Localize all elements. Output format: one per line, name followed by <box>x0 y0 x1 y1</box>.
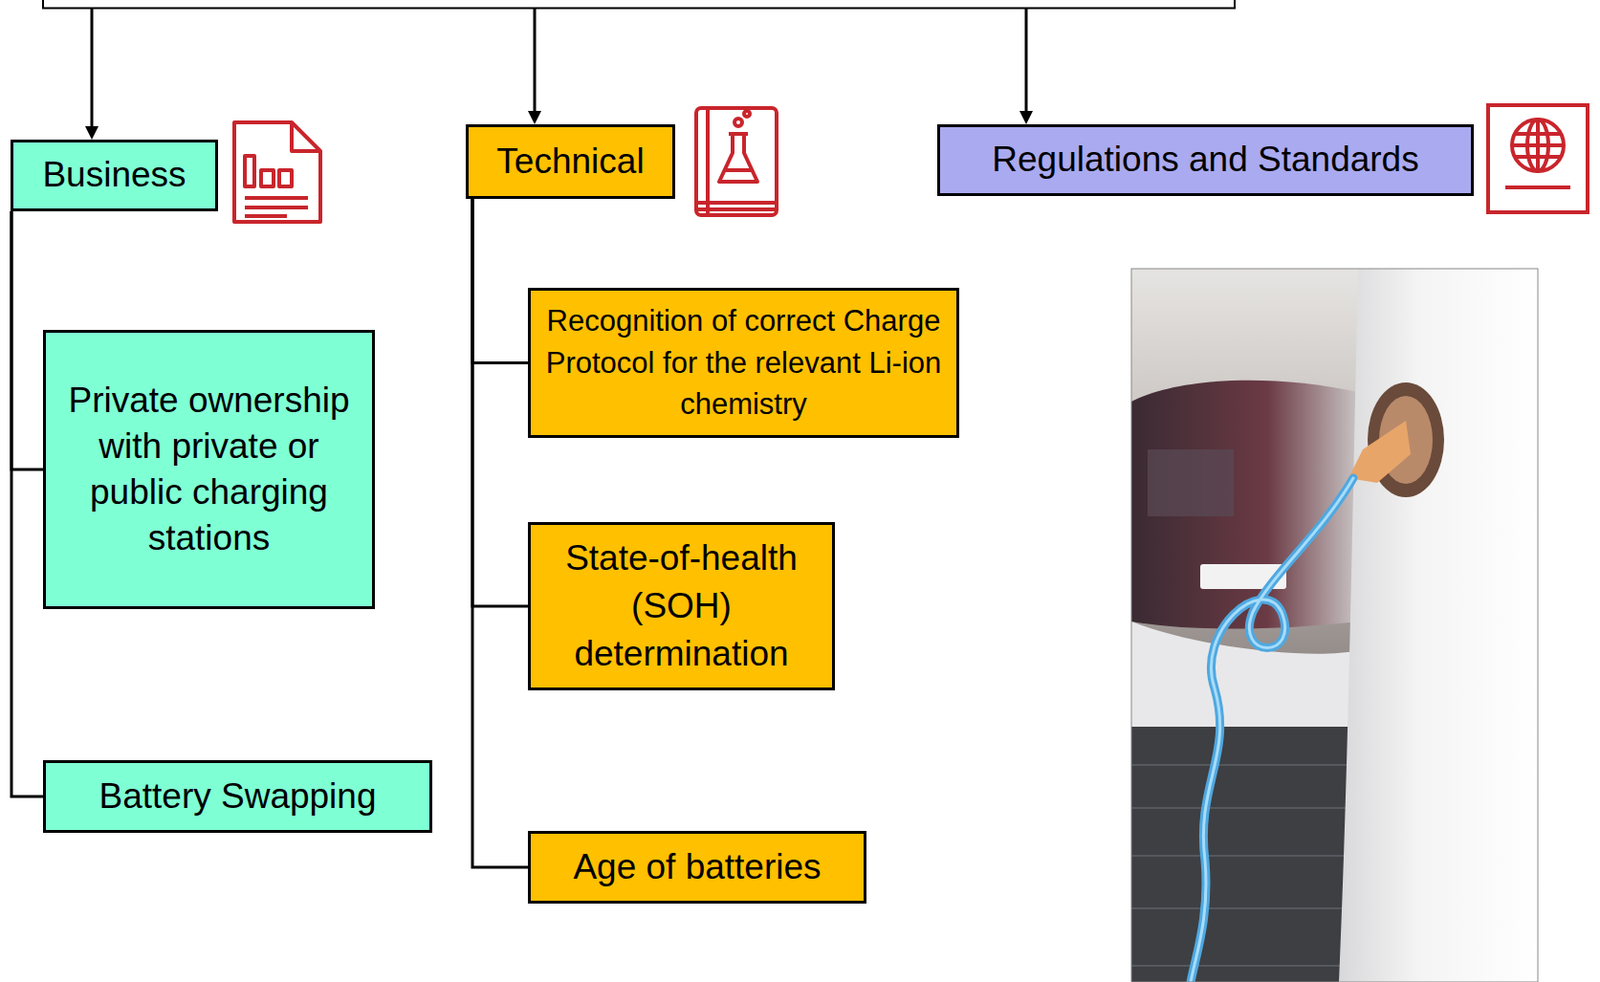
category-box: Technical <box>465 124 676 199</box>
box-label: Private ownership with private or public… <box>55 377 363 562</box>
box-label: Battery Swapping <box>98 773 376 820</box>
globe-icon <box>1488 105 1588 213</box>
box-label: State-of-health (SOH) determination <box>540 534 823 679</box>
category-box: Regulations and Standards <box>937 124 1474 197</box>
tree-connector <box>472 198 528 607</box>
top-box <box>43 0 1235 9</box>
ev-charging-photo <box>1131 268 1538 982</box>
tree-connector <box>472 198 528 868</box>
photo-frame <box>1131 268 1538 982</box>
science-book-icon <box>696 108 777 216</box>
box-label: Technical <box>496 138 644 185</box>
box-label: Age of batteries <box>572 844 821 891</box>
report-icon <box>234 122 321 222</box>
box-label: Regulations and Standards <box>991 136 1419 183</box>
item-box: Private ownership with private or public… <box>43 329 375 610</box>
category-box: Business <box>10 139 219 212</box>
tree-connector <box>11 211 44 797</box>
item-box: State-of-health (SOH) determination <box>527 522 835 691</box>
tree-connector <box>472 198 528 364</box>
down-arrows <box>85 8 1033 140</box>
box-label: Recognition of correct Charge Protocol f… <box>540 300 947 425</box>
item-box: Battery Swapping <box>43 760 433 833</box>
tree-connector <box>11 211 44 470</box>
item-box: Recognition of correct Charge Protocol f… <box>527 287 960 439</box>
item-box: Age of batteries <box>527 831 867 904</box>
box-label: Business <box>42 152 186 198</box>
